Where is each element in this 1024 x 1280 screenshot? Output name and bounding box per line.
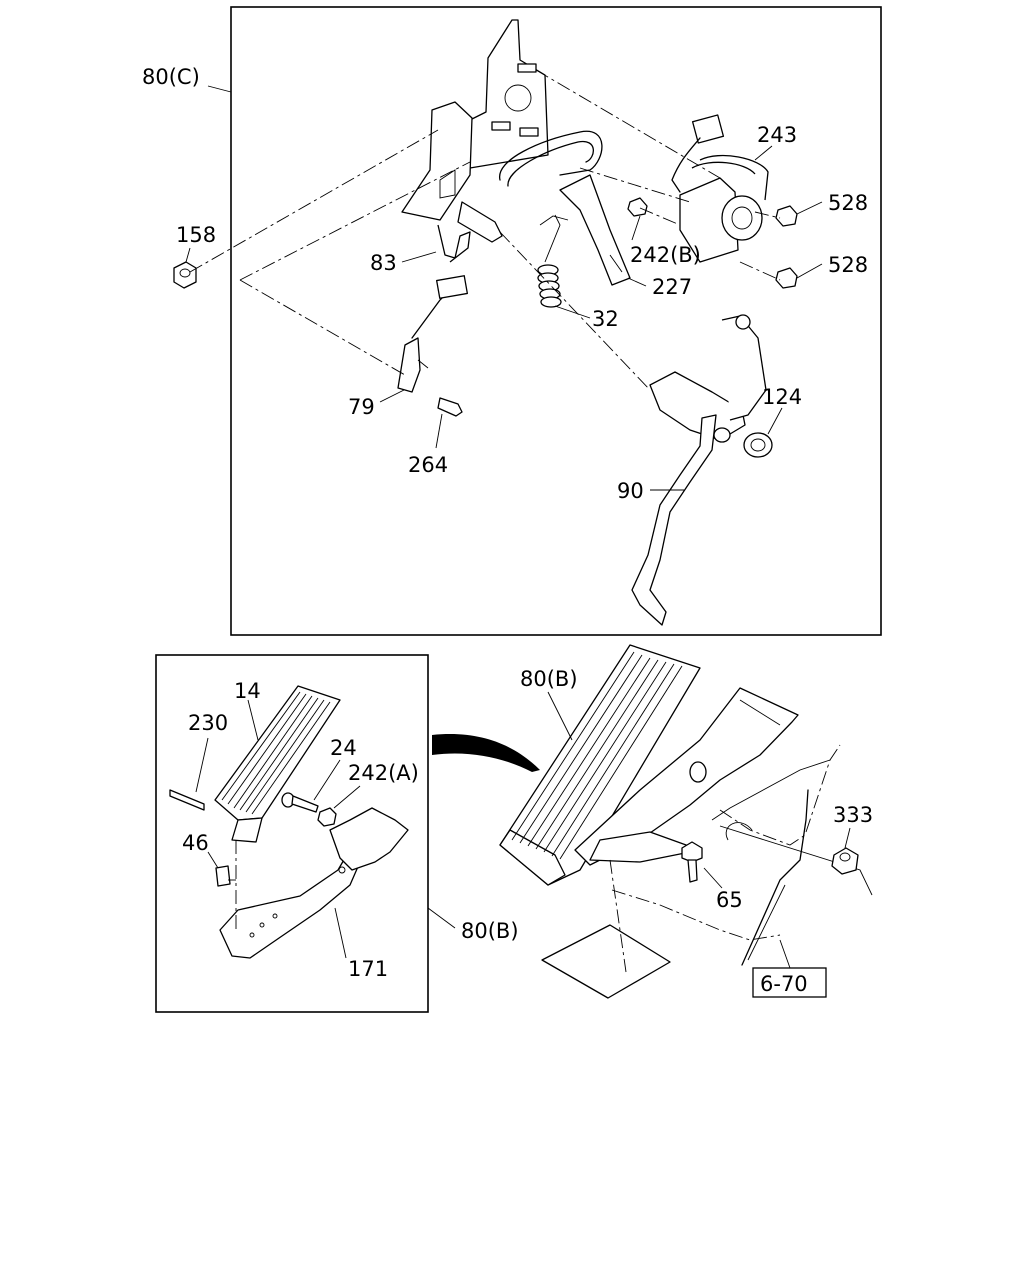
label-79: 79 [348,395,375,419]
part-83-bracket [437,224,471,263]
label-6-70: 6-70 [760,972,808,996]
pedal-lever-171 [219,807,409,959]
nut-528-upper [775,205,798,227]
label-242b: 242(B) [630,243,701,267]
label-65: 65 [716,888,743,912]
label-83: 83 [370,251,397,275]
upper-assembly-frame [230,6,882,636]
nut-333 [831,847,859,875]
label-24: 24 [330,736,357,760]
direction-arrow [432,734,540,772]
floor-panel-6-70 [711,759,831,821]
bolt-65 [681,841,703,883]
label-124: 124 [762,385,802,409]
washer-124 [743,432,773,458]
return-spring-32 [537,214,562,308]
section-reference-box [752,967,827,998]
accelerator-position-sensor-243 [671,114,769,263]
label-171: 171 [348,957,388,981]
label-80b-inset: 80(B) [461,919,519,943]
inset-pedal-frame [155,654,429,1013]
bracket-stud-1 [517,63,537,73]
floor-mat-plate [541,924,671,999]
pedal-arm-90 [631,314,767,626]
nut-242a [317,807,337,827]
nut-158 [173,261,197,289]
nut-528-lower [775,267,798,289]
bracket-side-plate [401,101,473,221]
nut-242b [627,197,648,217]
spring-hook-link [559,174,631,286]
lever-227 [539,215,569,226]
bolt-24 [281,792,319,813]
label-14: 14 [234,679,261,703]
label-230: 230 [188,711,228,735]
label-90: 90 [617,479,644,503]
label-32: 32 [592,307,619,331]
label-528-lower: 528 [828,253,868,277]
bracket-stud-2 [491,121,511,131]
label-528-upper: 528 [828,191,868,215]
cable-guide-loop [499,130,603,181]
clip-46 [215,865,231,887]
label-227: 227 [652,275,692,299]
installed-pedal-80b [499,644,799,886]
label-46: 46 [182,831,209,855]
label-242a: 242(A) [348,761,419,785]
pivot-pin [457,201,503,243]
label-264: 264 [408,453,448,477]
bracket-stud-3 [519,127,539,137]
label-80b-main: 80(B) [520,667,578,691]
stopper-bracket-79 [397,275,469,393]
pedal-pad-14 [214,685,341,843]
screw-264 [437,397,463,417]
label-333: 333 [833,803,873,827]
label-243: 243 [757,123,797,147]
pin-230 [169,789,205,811]
label-158: 158 [176,223,216,247]
label-80c: 80(C) [142,65,200,89]
